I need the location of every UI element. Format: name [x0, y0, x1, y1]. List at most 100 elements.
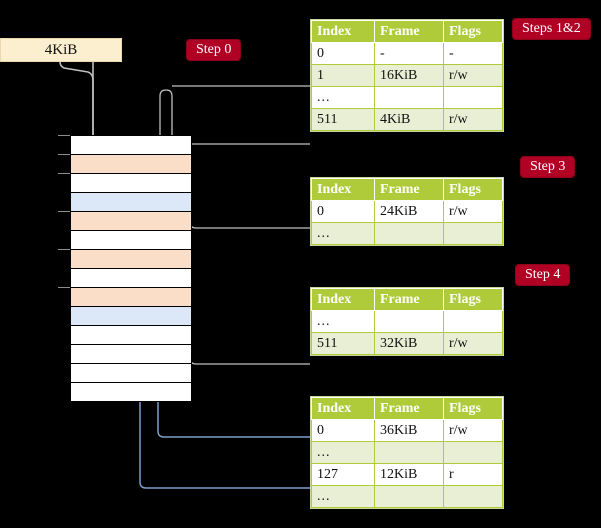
- cell-index: ...: [311, 485, 375, 508]
- cell-flags: r: [443, 463, 503, 486]
- column-header-index: Index: [311, 20, 375, 43]
- column-header-flags: Flags: [443, 288, 503, 311]
- cell-frame: 4KiB: [374, 108, 444, 131]
- table-header-row: Index Frame Flags: [311, 20, 503, 43]
- table-row: 0 36KiB r/w: [311, 419, 503, 442]
- memory-row: [71, 269, 191, 288]
- level1-table: Index Frame Flags 0 36KiB r/w ... 127 12…: [311, 397, 503, 508]
- cell-index: 0: [311, 419, 375, 442]
- memory-row: [71, 174, 191, 193]
- column-header-frame: Frame: [374, 288, 444, 311]
- cell-flags: [443, 485, 503, 508]
- cell-frame: [374, 441, 444, 464]
- cell-frame: [374, 222, 444, 245]
- badge-step-4-label: Step 4: [525, 267, 561, 282]
- cell-frame: -: [374, 42, 444, 65]
- table-row: 511 32KiB r/w: [311, 332, 503, 355]
- table-row: 511 4KiB r/w: [311, 108, 503, 131]
- column-header-flags: Flags: [443, 20, 503, 43]
- memory-row: [71, 364, 191, 383]
- cell-index: 511: [311, 108, 375, 131]
- badge-step-4: Step 4: [516, 265, 570, 285]
- badge-step-3: Step 3: [521, 157, 575, 177]
- column-header-frame: Frame: [374, 178, 444, 201]
- cell-index: 511: [311, 332, 375, 355]
- cell-flags: -: [443, 42, 503, 65]
- memory-row: [71, 231, 191, 250]
- memory-row: [71, 212, 191, 231]
- column-header-index: Index: [311, 397, 375, 420]
- cell-flags: [443, 222, 503, 245]
- cell-frame: 16KiB: [374, 64, 444, 87]
- cell-frame: [374, 310, 444, 333]
- badge-step-0-label: Step 0: [196, 42, 232, 57]
- table-row: 127 12KiB r: [311, 463, 503, 486]
- cell-index: ...: [311, 86, 375, 109]
- memory-row: [71, 193, 191, 212]
- table-row: 0 24KiB r/w: [311, 200, 503, 223]
- badge-step-3-label: Step 3: [530, 159, 566, 174]
- table-row: ...: [311, 86, 503, 109]
- column-header-frame: Frame: [374, 397, 444, 420]
- table-row: ...: [311, 222, 503, 245]
- badge-steps-1-2: Steps 1&2: [513, 19, 590, 39]
- cell-flags: [443, 441, 503, 464]
- memory-row: [71, 136, 191, 155]
- cell-frame: [374, 485, 444, 508]
- cell-flags: r/w: [443, 419, 503, 442]
- memory-row: [71, 250, 191, 269]
- memory-row: [71, 326, 191, 345]
- cell-flags: [443, 310, 503, 333]
- virtual-address-label: 4KiB: [44, 42, 78, 58]
- cell-frame: 36KiB: [374, 419, 444, 442]
- column-header-flags: Flags: [443, 397, 503, 420]
- grid-tick: [58, 287, 71, 288]
- grid-tick: [58, 173, 71, 174]
- cell-frame: 32KiB: [374, 332, 444, 355]
- grid-tick: [58, 249, 71, 250]
- table-row: ...: [311, 310, 503, 333]
- cell-frame: 12KiB: [374, 463, 444, 486]
- level4-table: Index Frame Flags 0 - - 1 16KiB r/w ...: [311, 20, 503, 131]
- cell-index: ...: [311, 310, 375, 333]
- wire-step3: [177, 193, 310, 253]
- table-row: ...: [311, 441, 503, 464]
- column-header-index: Index: [311, 178, 375, 201]
- cell-frame: [374, 86, 444, 109]
- badge-step-0: Step 0: [187, 40, 241, 60]
- grid-tick: [58, 135, 71, 136]
- level2-table: Index Frame Flags ... 511 32KiB r/w: [311, 288, 503, 355]
- cell-index: 0: [311, 42, 375, 65]
- wire-step4-out: [180, 313, 310, 365]
- cell-index: 0: [311, 200, 375, 223]
- cell-index: 1: [311, 64, 375, 87]
- column-header-index: Index: [311, 288, 375, 311]
- cell-index: ...: [311, 441, 375, 464]
- cell-index: 127: [311, 463, 375, 486]
- grid-tick: [58, 211, 71, 212]
- table-header-row: Index Frame Flags: [311, 397, 503, 420]
- memory-row: [71, 307, 191, 326]
- table-row: 0 - -: [311, 42, 503, 65]
- cell-flags: r/w: [443, 64, 503, 87]
- memory-row: [71, 155, 191, 174]
- table-row: 1 16KiB r/w: [311, 64, 503, 87]
- memory-row: [71, 345, 191, 364]
- badge-steps-1-2-label: Steps 1&2: [522, 21, 581, 36]
- cell-flags: [443, 86, 503, 109]
- grid-tick: [58, 154, 71, 155]
- cell-flags: r/w: [443, 108, 503, 131]
- table-header-row: Index Frame Flags: [311, 288, 503, 311]
- column-header-flags: Flags: [443, 178, 503, 201]
- physical-memory-grid: [70, 135, 192, 402]
- memory-row: [71, 288, 191, 307]
- virtual-address-box: 4KiB: [0, 38, 122, 62]
- cell-index: ...: [311, 222, 375, 245]
- column-header-frame: Frame: [374, 20, 444, 43]
- cell-flags: r/w: [443, 332, 503, 355]
- memory-row: [71, 383, 191, 402]
- table-header-row: Index Frame Flags: [311, 178, 503, 201]
- level3-table: Index Frame Flags 0 24KiB r/w ...: [311, 178, 503, 245]
- cell-frame: 24KiB: [374, 200, 444, 223]
